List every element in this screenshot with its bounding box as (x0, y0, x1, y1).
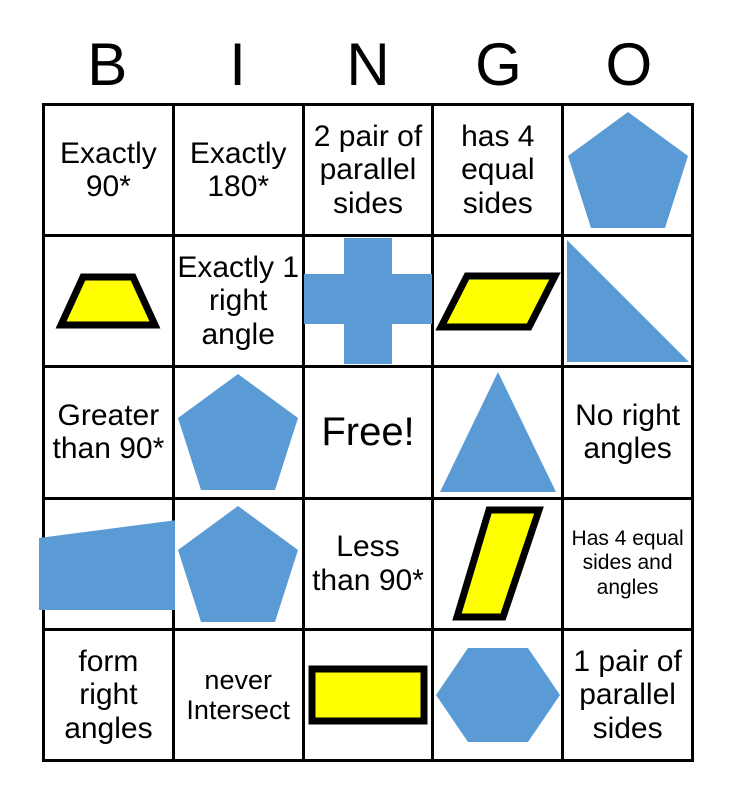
bingo-cell-r1-c5[interactable] (564, 106, 694, 238)
bingo-cell-r5-c3[interactable] (304, 630, 435, 762)
rectangle-shape-icon (305, 631, 432, 759)
bingo-cell-r2-c2[interactable]: Exactly 1 right angle (174, 237, 305, 369)
trapezoid-shape-icon (45, 237, 172, 365)
bingo-grid: Exactly 90* Exactly 180* 2 pair of paralle… (39, 103, 694, 762)
cell-label: Free! (321, 410, 415, 455)
bingo-header-row: B I N G O (42, 26, 694, 103)
header-letter-i: I (229, 30, 246, 98)
bingo-cell-r1-c3[interactable]: 2 pair of parallel sides (304, 106, 435, 238)
bingo-cell-r5-c4[interactable] (434, 630, 565, 762)
pentagon-shape-icon (564, 106, 691, 234)
bingo-cell-r5-c5[interactable]: 1 pair of parallel sides (564, 630, 694, 762)
bingo-cell-r2-c1[interactable] (45, 237, 175, 369)
header-letter-g: G (475, 30, 522, 98)
cell-label: 1 pair of parallel sides (573, 644, 682, 745)
cell-label: never Intersect (186, 664, 290, 725)
cell-label: Greater than 90* (52, 398, 165, 466)
right-triangle-shape-icon (564, 237, 691, 365)
cross-shape-icon (304, 237, 432, 365)
cell-label: Exactly 180* (189, 136, 287, 204)
hexagon-shape-icon (434, 631, 561, 759)
bingo-cell-r4-c5[interactable]: Has 4 equal sides and angles (564, 499, 694, 631)
cell-label: Exactly 1 right angle (177, 250, 300, 352)
cell-label: form right angles (64, 644, 153, 745)
bingo-cell-r4-c4[interactable] (434, 499, 565, 631)
bingo-cell-r3-c5[interactable]: No right angles (564, 368, 694, 500)
cell-label: has 4 equal sides (461, 119, 535, 220)
bingo-cell-r1-c4[interactable]: has 4 equal sides (434, 106, 565, 238)
bingo-cell-r5-c1[interactable]: form right angles (45, 630, 175, 762)
triangle-shape-icon (434, 368, 561, 496)
cell-label: 2 pair of parallel sides (313, 119, 423, 220)
cell-label: Exactly 90* (60, 136, 157, 204)
bingo-cell-r3-c3[interactable]: Free! (304, 368, 435, 500)
rhombus-shape-icon (434, 500, 561, 628)
bingo-cell-r5-c2[interactable]: never Intersect (174, 630, 305, 762)
bingo-cell-r4-c3[interactable]: Less than 90* (304, 499, 435, 631)
cell-label: No right angles (575, 398, 681, 466)
header-letter-b: B (87, 30, 128, 98)
bingo-cell-r3-c4[interactable] (434, 368, 565, 500)
bingo-cell-r3-c2[interactable] (174, 368, 305, 500)
slanted-quadrilateral-shape-icon (39, 500, 178, 628)
bingo-cell-r2-c3[interactable] (304, 237, 435, 369)
bingo-cell-r1-c2[interactable]: Exactly 180* (174, 106, 305, 238)
header-letter-o: O (605, 30, 653, 98)
cell-label: Less than 90* (312, 530, 424, 597)
bingo-cell-r4-c2[interactable] (174, 499, 305, 631)
bingo-cell-r3-c1[interactable]: Greater than 90* (45, 368, 175, 500)
cell-label: Has 4 equal sides and angles (571, 526, 684, 600)
bingo-cell-r4-c1[interactable] (39, 499, 178, 631)
pentagon-shape-icon (175, 500, 302, 628)
header-letter-n: N (346, 30, 390, 98)
bingo-cell-r2-c5[interactable] (564, 237, 694, 369)
parallelogram-shape-icon (434, 237, 561, 365)
bingo-cell-r2-c4[interactable] (434, 237, 565, 369)
bingo-cell-r1-c1[interactable]: Exactly 90* (45, 106, 175, 238)
pentagon-shape-icon (175, 368, 302, 496)
